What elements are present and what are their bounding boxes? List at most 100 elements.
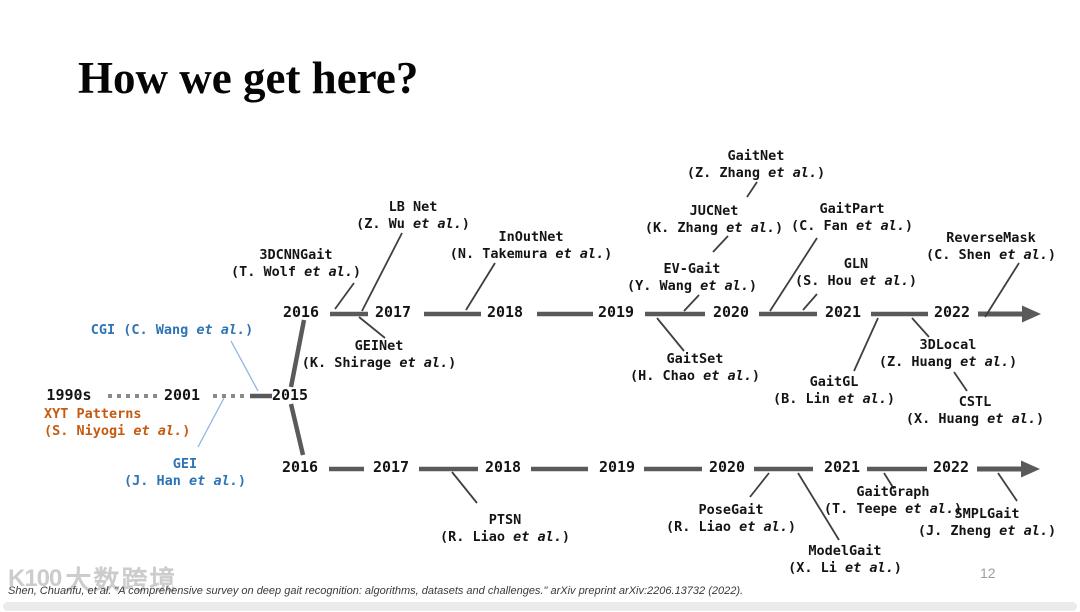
- method-label-gaitset: GaitSet (H. Chao et al.): [630, 351, 760, 385]
- method-label-gln: GLN (S. Hou et al.): [795, 256, 917, 290]
- method-label-smplgait: SMPLGait (J. Zheng et al.): [918, 506, 1056, 540]
- method-name: GEI: [172, 456, 198, 472]
- method-name: XYT Patterns: [44, 406, 142, 422]
- method-authors: (J. Zheng et al.): [917, 523, 1057, 539]
- method-authors: (S. Niyogi et al.): [44, 423, 191, 439]
- method-authors: (J. Han et al.): [124, 473, 246, 489]
- method-authors: (K. Shirage et al.): [301, 355, 457, 371]
- lower-year-2020: 2020: [708, 458, 746, 476]
- method-authors: (R. Liao et al.): [439, 529, 571, 545]
- method-name: InOutNet: [498, 229, 564, 245]
- connector-line: [853, 317, 879, 372]
- upper-year-2020: 2020: [712, 303, 750, 321]
- connector-line: [712, 235, 729, 253]
- method-name: GaitGL: [809, 374, 859, 390]
- method-authors: (Y. Wang et al.): [626, 278, 758, 294]
- method-label-modelgait: ModelGait (X. Li et al.): [788, 543, 902, 577]
- method-label-xyt-patterns: XYT Patterns (S. Niyogi et al.): [44, 406, 190, 440]
- upper-year-2022: 2022: [933, 303, 971, 321]
- branch-diagonal: [288, 319, 307, 388]
- method-label-cstl: CSTL (X. Huang et al.): [906, 394, 1044, 428]
- connector-line: [451, 471, 478, 504]
- upper-year-2019: 2019: [597, 303, 635, 321]
- method-label-gaitpart: GaitPart (C. Fan et al.): [791, 201, 913, 235]
- method-authors: (X. Huang et al.): [905, 411, 1045, 427]
- method-name: EV-Gait: [663, 261, 721, 277]
- method-name: ModelGait: [808, 543, 882, 559]
- method-authors: (R. Liao et al.): [665, 519, 797, 535]
- year-label-1990s: 1990s: [46, 386, 92, 404]
- method-label-3dlocal: 3DLocal (Z. Huang et al.): [879, 337, 1017, 371]
- lower-year-2019: 2019: [598, 458, 636, 476]
- method-name: SMPLGait: [954, 506, 1020, 522]
- page-number: 12: [980, 565, 996, 581]
- method-authors: (T. Teepe et al.): [823, 501, 963, 517]
- method-label-gaitgl: GaitGL (B. Lin et al.): [773, 374, 895, 408]
- method-label-jucnet: JUCNet (K. Zhang et al.): [645, 203, 783, 237]
- upper-year-2018: 2018: [486, 303, 524, 321]
- method-name: LB Net: [388, 199, 438, 215]
- connector-line: [953, 371, 968, 392]
- connector-line: [749, 472, 770, 498]
- method-label-lb-net: LB Net (Z. Wu et al.): [356, 199, 470, 233]
- method-name: PTSN: [488, 512, 522, 528]
- arrow-head: [1021, 460, 1040, 478]
- method-label-ev-gait: EV-Gait (Y. Wang et al.): [627, 261, 757, 295]
- method-label-gaitgraph: GaitGraph (T. Teepe et al.): [824, 484, 962, 518]
- method-label-geinet: GEINet (K. Shirage et al.): [302, 338, 456, 372]
- method-authors: (H. Chao et al.): [629, 368, 761, 384]
- connector-line-blue: [197, 397, 225, 448]
- method-authors: (S. Hou et al.): [795, 273, 917, 289]
- connector-line-blue: [230, 340, 259, 392]
- lower-year-2022: 2022: [932, 458, 970, 476]
- connector-line: [334, 282, 355, 310]
- method-label-reversemask: ReverseMask (C. Shen et al.): [926, 230, 1056, 264]
- connector-line: [802, 293, 818, 311]
- arrow-head: [1022, 305, 1041, 323]
- method-label-inoutnet: InOutNet (N. Takemura et al.): [450, 229, 613, 263]
- method-label-gaitnet: GaitNet (Z. Zhang et al.): [687, 148, 825, 182]
- method-name: 3DLocal: [919, 337, 977, 353]
- method-authors: (K. Zhang et al.): [644, 220, 784, 236]
- connector-line: [746, 181, 758, 198]
- method-label-gei: GEI (J. Han et al.): [124, 456, 246, 490]
- lower-year-2016: 2016: [281, 458, 319, 476]
- method-name: GEINet: [354, 338, 404, 354]
- method-name: CSTL: [958, 394, 992, 410]
- connector-line: [656, 317, 685, 352]
- connector-line: [797, 472, 840, 541]
- method-name: 3DCNNGait: [259, 247, 333, 263]
- method-name: GaitSet: [666, 351, 724, 367]
- method-authors: (C. Shen et al.): [925, 247, 1057, 263]
- upper-year-2021: 2021: [824, 303, 862, 321]
- citation-text: Shen, Chuanfu, et al. "A comprehensive s…: [8, 585, 744, 597]
- method-name: CGI (C. Wang et al.): [90, 322, 254, 338]
- method-label-cgi: CGI (C. Wang et al.): [91, 322, 254, 339]
- connector-line: [984, 262, 1020, 318]
- method-authors: (C. Fan et al.): [791, 218, 913, 234]
- method-authors: (Z. Huang et al.): [878, 354, 1018, 370]
- connector-line: [465, 262, 496, 311]
- method-name: GaitGraph: [856, 484, 930, 500]
- lower-year-2017: 2017: [372, 458, 410, 476]
- method-label-3dcnngait: 3DCNNGait (T. Wolf et al.): [231, 247, 361, 281]
- upper-year-2017: 2017: [374, 303, 412, 321]
- method-label-posegait: PoseGait (R. Liao et al.): [666, 502, 796, 536]
- connector-line: [358, 316, 386, 339]
- method-name: PoseGait: [698, 502, 764, 518]
- connector-line: [911, 317, 930, 338]
- connector-line: [769, 237, 818, 312]
- method-authors: (N. Takemura et al.): [449, 246, 613, 262]
- upper-year-2016: 2016: [282, 303, 320, 321]
- branch-diagonal: [288, 403, 306, 456]
- year-label-2015: 2015: [271, 386, 309, 404]
- method-authors: (B. Lin et al.): [773, 391, 895, 407]
- method-authors: (Z. Zhang et al.): [686, 165, 826, 181]
- connector-line: [883, 472, 895, 490]
- page-title: How we get here?: [78, 53, 419, 103]
- method-name: ReverseMask: [946, 230, 1036, 246]
- method-authors: (T. Wolf et al.): [230, 264, 362, 280]
- connector-line: [997, 472, 1018, 502]
